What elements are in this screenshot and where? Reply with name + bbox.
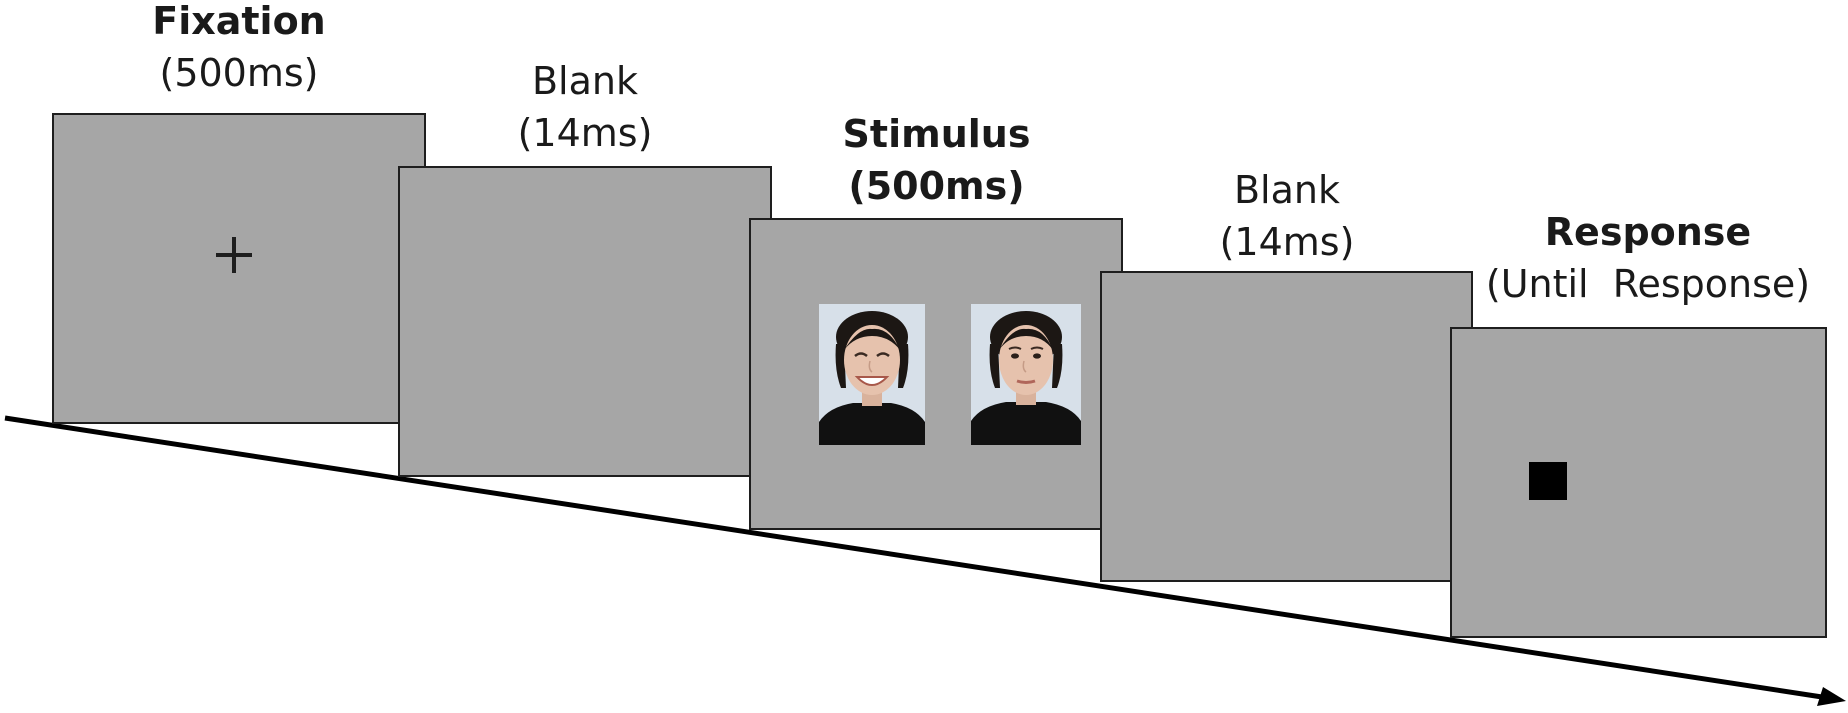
- blank-caption-2: Blank (14ms): [1147, 164, 1427, 268]
- response-screen: [1450, 327, 1827, 638]
- stimulus-title: Stimulus: [842, 112, 1031, 156]
- fixation-duration: (500ms): [159, 51, 319, 95]
- response-caption: Response (Until Response): [1473, 206, 1823, 310]
- response-duration: (Until Response): [1485, 262, 1811, 306]
- smiling-face-image: [819, 304, 925, 445]
- stimulus-duration: (500ms): [848, 164, 1025, 208]
- blank-caption-1: Blank (14ms): [445, 55, 725, 159]
- blank-title-2: Blank: [1233, 168, 1340, 212]
- blank-screen-2: [1100, 271, 1473, 582]
- stimulus-screen: [749, 218, 1123, 530]
- stimulus-caption: Stimulus (500ms): [799, 108, 1074, 212]
- fixation-caption: Fixation (500ms): [104, 0, 374, 99]
- fixation-cross-icon: [216, 237, 252, 273]
- blank-screen-1: [398, 166, 772, 477]
- blank-title-1: Blank: [531, 59, 638, 103]
- fixation-screen: [52, 113, 426, 424]
- blank-duration-2: (14ms): [1219, 220, 1355, 264]
- response-title: Response: [1544, 210, 1752, 254]
- neutral-face-image: [971, 304, 1081, 445]
- response-square-marker: [1529, 462, 1567, 500]
- fixation-title: Fixation: [152, 0, 326, 43]
- blank-duration-1: (14ms): [517, 111, 653, 155]
